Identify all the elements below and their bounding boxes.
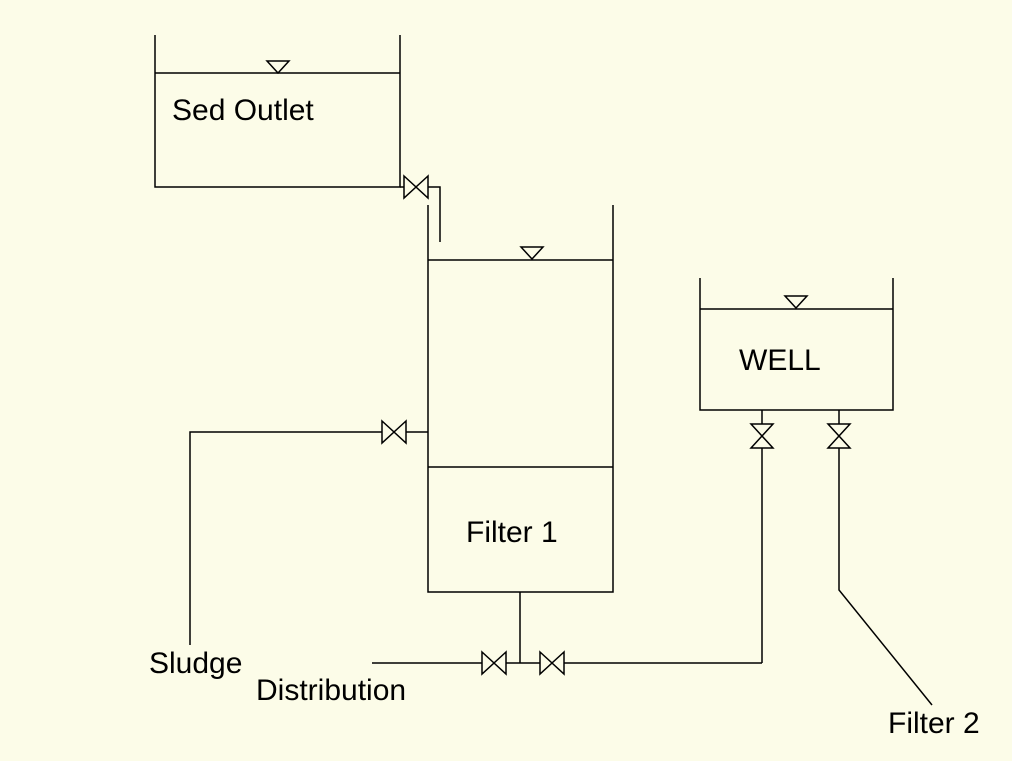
sed-outlet-label: Sed Outlet bbox=[172, 94, 314, 127]
well-label: WELL bbox=[739, 344, 821, 377]
water-level-icon bbox=[783, 295, 809, 310]
sludge-label: Sludge bbox=[149, 647, 242, 680]
filter2-pipe bbox=[838, 410, 933, 706]
well-supply-valve-icon bbox=[539, 650, 565, 676]
sludge-valve-icon bbox=[381, 419, 407, 445]
sludge-pipe bbox=[189, 431, 428, 645]
well-inlet-valve-icon bbox=[749, 423, 775, 449]
sed-to-filter-pipe bbox=[400, 186, 441, 260]
distribution-label: Distribution bbox=[256, 674, 406, 707]
filter2-valve-icon bbox=[826, 423, 852, 449]
water-level-icon bbox=[265, 60, 291, 75]
filter2-label: Filter 2 bbox=[888, 707, 980, 740]
sed-outlet-valve-icon bbox=[403, 174, 429, 200]
filter1-tank: Filter 1 bbox=[427, 205, 614, 593]
filter1-label: Filter 1 bbox=[466, 516, 558, 549]
water-level-icon bbox=[519, 246, 545, 261]
distribution-valve-icon bbox=[481, 650, 507, 676]
sed-outlet-tank: Sed Outlet bbox=[154, 35, 401, 188]
well-tank: WELL bbox=[699, 278, 894, 411]
distribution-pipe bbox=[372, 410, 763, 664]
